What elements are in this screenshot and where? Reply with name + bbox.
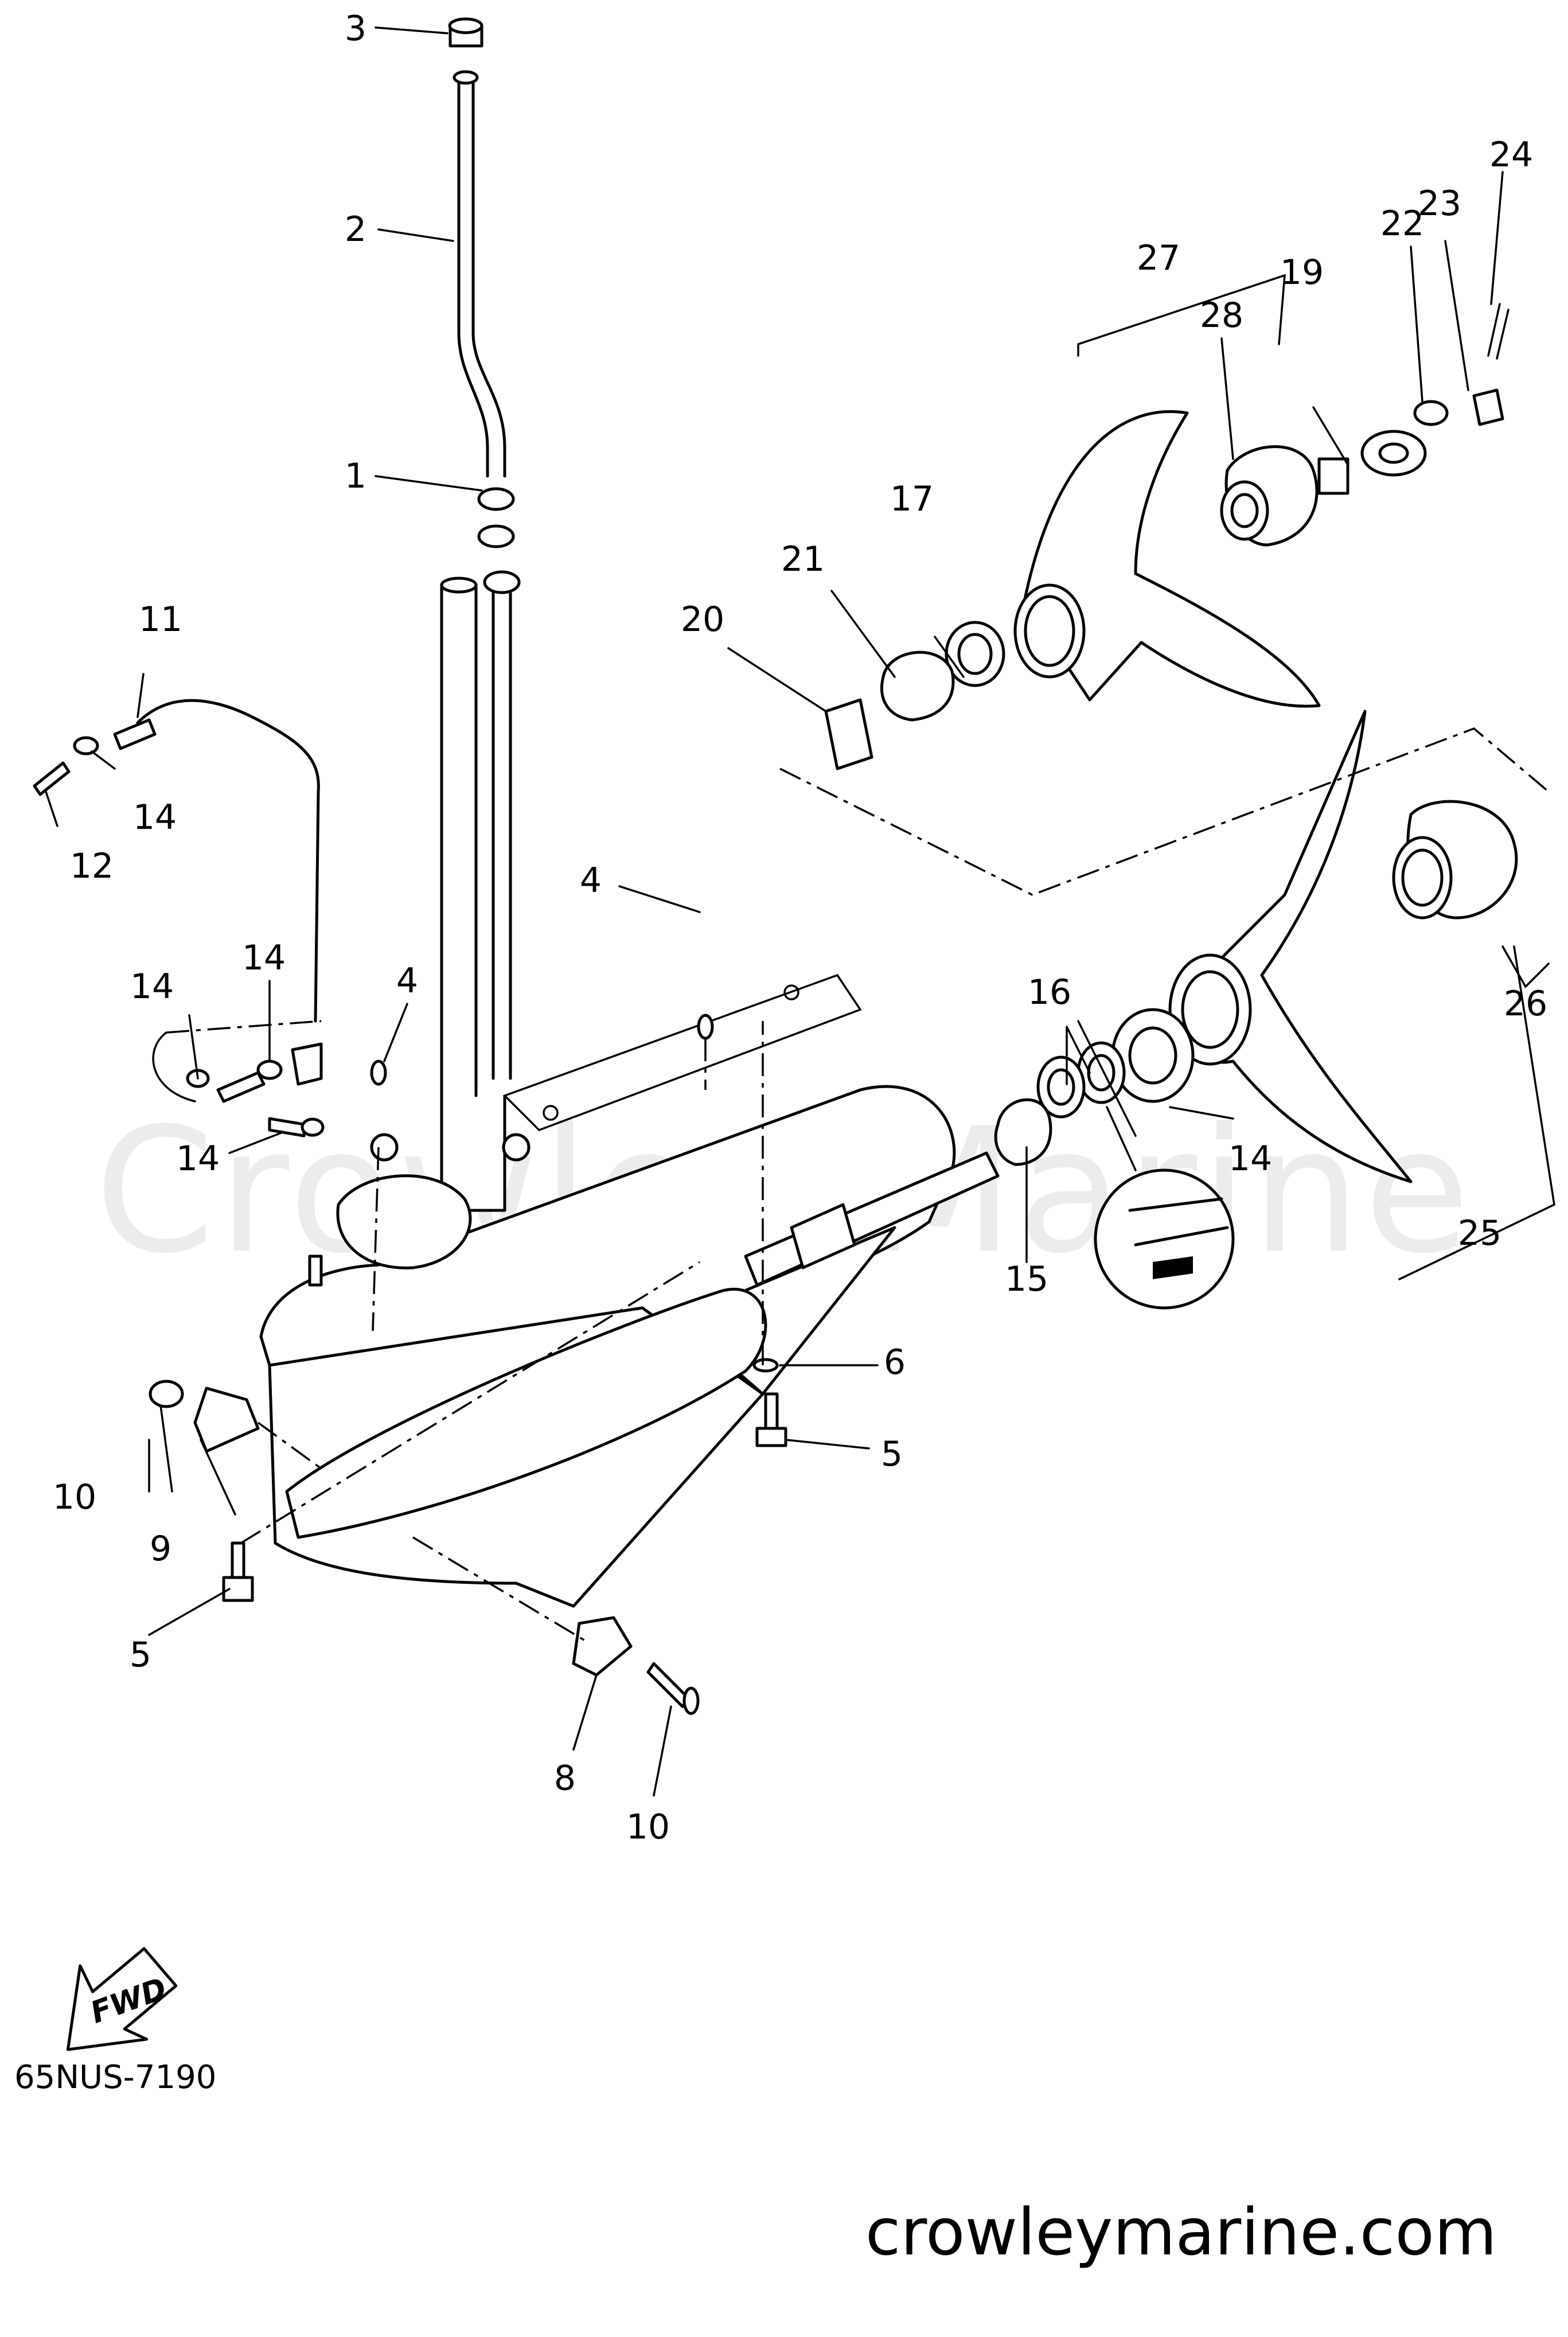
fwd-arrow: FWD — [66, 1947, 178, 2051]
callout-18: 14 — [1228, 1139, 1272, 1179]
callout-14-b: 14 — [242, 938, 286, 978]
callout-4-b: 4 — [396, 961, 418, 1001]
callout-6: 5 — [881, 1434, 903, 1474]
callout-19: 19 — [1280, 252, 1324, 293]
callout-16: 16 — [1028, 972, 1071, 1012]
callout-11: 10 — [53, 1477, 96, 1517]
callout-23: 23 — [1418, 184, 1461, 224]
callout-13: 12 — [70, 846, 114, 886]
callout-9: 9 — [150, 1529, 171, 1569]
callout-14-a: 14 — [133, 797, 177, 838]
lower-casing-drawing — [149, 577, 1000, 1715]
callout-27: 27 — [1137, 238, 1180, 278]
callout-8: 8 — [554, 1758, 576, 1798]
callout-24: 24 — [1489, 135, 1533, 175]
callout-14-c: 14 — [130, 967, 174, 1007]
callout-14-d: 14 — [176, 1139, 220, 1179]
callout-20: 20 — [681, 599, 724, 640]
callout-4-a: 4 — [580, 860, 602, 901]
diagram-code: 65NUS-7190 — [14, 2059, 216, 2096]
pilot-hose-drawing — [33, 699, 325, 1138]
callout-17: 17 — [890, 479, 934, 519]
website-url: crowleymarine.com — [865, 2195, 1497, 2270]
callout-7: 6 — [884, 1342, 906, 1382]
propeller-upper-drawing — [824, 303, 1510, 770]
water-tube-drawing — [448, 17, 521, 594]
callout-2: 2 — [345, 209, 366, 250]
callout-3: 3 — [345, 9, 366, 49]
callout-1: 1 — [345, 456, 366, 496]
callout-25: 25 — [1458, 1213, 1501, 1253]
callout-22: 22 — [1380, 204, 1424, 244]
callout-21: 21 — [781, 539, 825, 579]
callout-10: 10 — [626, 1807, 670, 1847]
callout-26: 26 — [1504, 984, 1547, 1024]
callout-12: 11 — [139, 599, 182, 640]
callout-5: 5 — [130, 1635, 151, 1675]
leader-lines — [45, 26, 1555, 1797]
callouts: 3 2 1 11 14 12 4 4 14 14 14 16 15 14 26 … — [53, 9, 1547, 1847]
callout-15: 15 — [1005, 1259, 1048, 1299]
callout-28: 28 — [1200, 295, 1243, 336]
